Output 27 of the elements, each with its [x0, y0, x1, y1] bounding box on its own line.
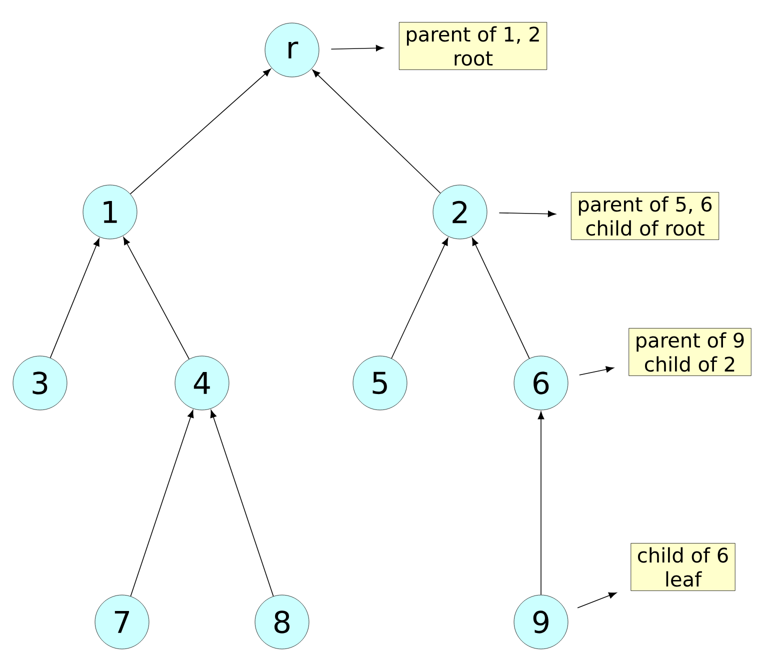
tree-node: r	[264, 22, 320, 78]
tree-node: 3	[12, 356, 68, 410]
arrow	[498, 210, 556, 218]
arrow	[130, 68, 271, 194]
arrow	[391, 238, 448, 359]
arrow	[130, 410, 194, 597]
tree-node: 6	[514, 356, 568, 410]
arrow	[123, 236, 190, 360]
note-box: parent of 5, 6 child of root	[570, 192, 720, 240]
arrow	[50, 238, 100, 358]
arrow	[538, 411, 544, 596]
note-box: child of 6 leaf	[630, 543, 736, 591]
arrow	[312, 70, 441, 194]
tree-node: 2	[432, 184, 488, 240]
arrow	[472, 238, 530, 359]
arrow	[578, 366, 614, 376]
note-box: parent of 9 child of 2	[628, 328, 752, 376]
tree-node: 4	[174, 356, 230, 410]
tree-node: 1	[82, 184, 138, 240]
arrow	[577, 592, 617, 608]
note-box: parent of 1, 2 root	[398, 22, 548, 70]
arrow	[330, 44, 384, 52]
tree-node: 8	[254, 594, 310, 650]
arrow	[210, 410, 274, 597]
tree-node: 7	[94, 594, 150, 650]
tree-node: 9	[514, 594, 568, 650]
tree-node: 5	[352, 356, 408, 410]
